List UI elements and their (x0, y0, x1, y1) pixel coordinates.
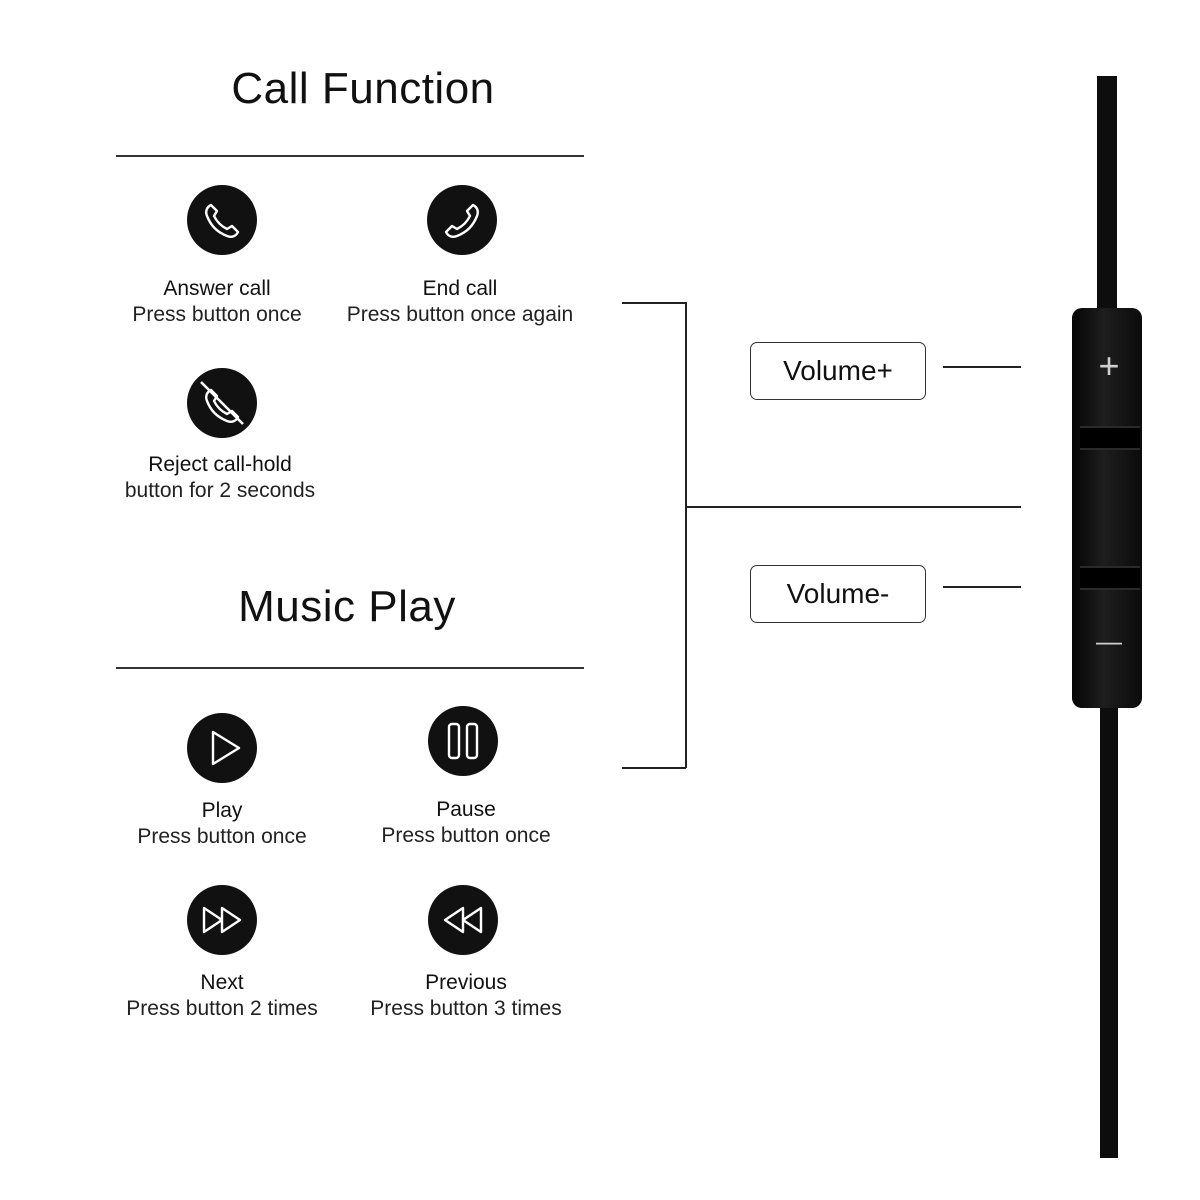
reject-call-desc: button for 2 seconds (124, 479, 316, 502)
reject-call-label: Reject call-hold button for 2 seconds (100, 452, 340, 504)
volume-down-connector (943, 586, 1021, 588)
answer-call-title: Answer call (163, 277, 271, 300)
answer-call-desc: Press button once (132, 303, 302, 326)
reject-call-title: Reject call-hold (148, 453, 292, 476)
bracket-vertical-line (685, 302, 687, 768)
play-title: Play (201, 799, 243, 822)
end-call-desc: Press button once again (346, 303, 574, 326)
end-call-title: End call (422, 277, 498, 300)
music-play-title: Music Play (238, 582, 456, 631)
phone-end-icon (427, 185, 497, 255)
next-title: Next (200, 971, 244, 994)
next-label: Next Press button 2 times (102, 970, 342, 1022)
volume-up-connector (943, 366, 1021, 368)
cable-lower (1100, 700, 1118, 1158)
next-desc: Press button 2 times (126, 997, 318, 1020)
volume-down-label: Volume- (750, 565, 926, 623)
call-function-title: Call Function (231, 64, 495, 113)
previous-label: Previous Press button 3 times (346, 970, 586, 1022)
pause-label: Pause Press button once (346, 797, 586, 849)
bracket-top-line (622, 302, 686, 304)
previous-title: Previous (425, 971, 507, 994)
end-call-label: End call Press button once again (330, 276, 590, 328)
inline-remote[interactable] (1072, 308, 1142, 708)
volume-down-button[interactable]: — (1096, 626, 1122, 656)
play-label: Play Press button once (102, 798, 342, 850)
cable-upper (1097, 76, 1117, 316)
next-icon (187, 885, 257, 955)
pause-icon (428, 706, 498, 776)
phone-answer-icon (187, 185, 257, 255)
previous-desc: Press button 3 times (370, 997, 562, 1020)
bracket-bottom-line (622, 767, 686, 769)
answer-call-label: Answer call Press button once (97, 276, 337, 328)
music-play-divider (116, 667, 584, 669)
remote-lower-notch (1080, 566, 1140, 590)
pause-desc: Press button once (381, 824, 551, 847)
remote-upper-notch (1080, 426, 1140, 450)
volume-up-button[interactable]: + (1098, 345, 1120, 386)
pause-title: Pause (436, 798, 496, 821)
play-icon (187, 713, 257, 783)
center-connector-line (685, 506, 1021, 508)
phone-reject-icon (187, 368, 257, 438)
call-function-divider (116, 155, 584, 157)
volume-up-label: Volume+ (750, 342, 926, 400)
play-desc: Press button once (137, 825, 307, 848)
previous-icon (428, 885, 498, 955)
